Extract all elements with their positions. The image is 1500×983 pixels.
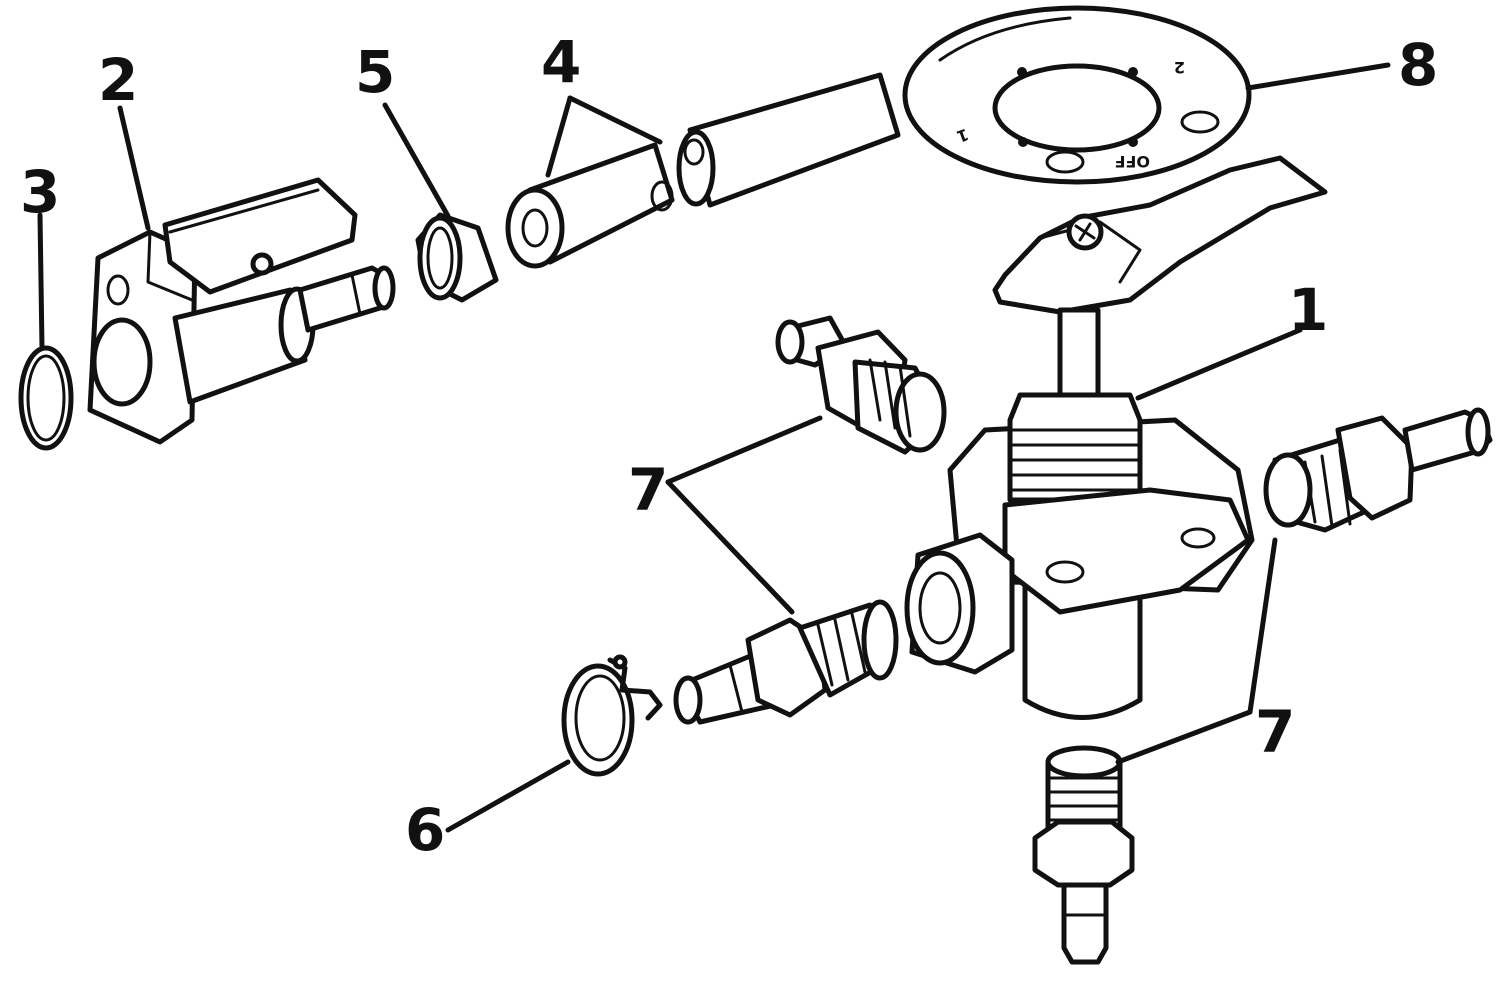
quick-connector xyxy=(87,177,396,445)
dial-mark-2: 2 xyxy=(1174,58,1185,77)
callout-1: 1 xyxy=(1288,276,1328,344)
callout-5: 5 xyxy=(355,38,395,106)
leader-7a-down xyxy=(665,479,795,615)
leader-7b-down xyxy=(1115,709,1253,765)
callout-6: 6 xyxy=(405,796,445,864)
callout-7-right: 7 xyxy=(1255,698,1295,766)
leader-3 xyxy=(37,212,45,351)
barb-fitting-upper-left xyxy=(775,315,947,455)
leader-5 xyxy=(382,102,451,219)
leader-6 xyxy=(445,759,571,833)
callout-7-left: 7 xyxy=(628,456,668,524)
callout-3: 3 xyxy=(20,158,60,226)
callout-8: 8 xyxy=(1398,31,1438,99)
barb-fitting-lower-left xyxy=(673,599,899,725)
dial-off-label: OFF xyxy=(1115,152,1150,171)
leader-7b-up xyxy=(1247,537,1278,715)
wire-clamp xyxy=(561,654,663,777)
leader-8 xyxy=(1245,62,1391,91)
barb-fitting-right xyxy=(1263,407,1493,533)
leader-4a xyxy=(545,95,573,178)
fuel-hose-right xyxy=(676,72,901,208)
callout-numbers: 1 2 3 4 5 6 7 7 8 xyxy=(20,28,1438,864)
dial-plate: OFF 1 2 xyxy=(902,5,1252,185)
callout-4: 4 xyxy=(541,28,581,96)
barb-fitting-bottom xyxy=(1032,745,1135,965)
fuel-hose-left xyxy=(505,142,675,269)
clamp-ring xyxy=(415,212,499,303)
callout-2: 2 xyxy=(98,46,138,114)
o-ring xyxy=(18,345,74,451)
leader-7a-up xyxy=(665,415,823,485)
leader-4b xyxy=(567,95,663,145)
valve-body xyxy=(904,307,1255,720)
leader-1 xyxy=(1135,327,1303,401)
leader-2 xyxy=(117,105,151,231)
leader-lines xyxy=(37,62,1391,833)
